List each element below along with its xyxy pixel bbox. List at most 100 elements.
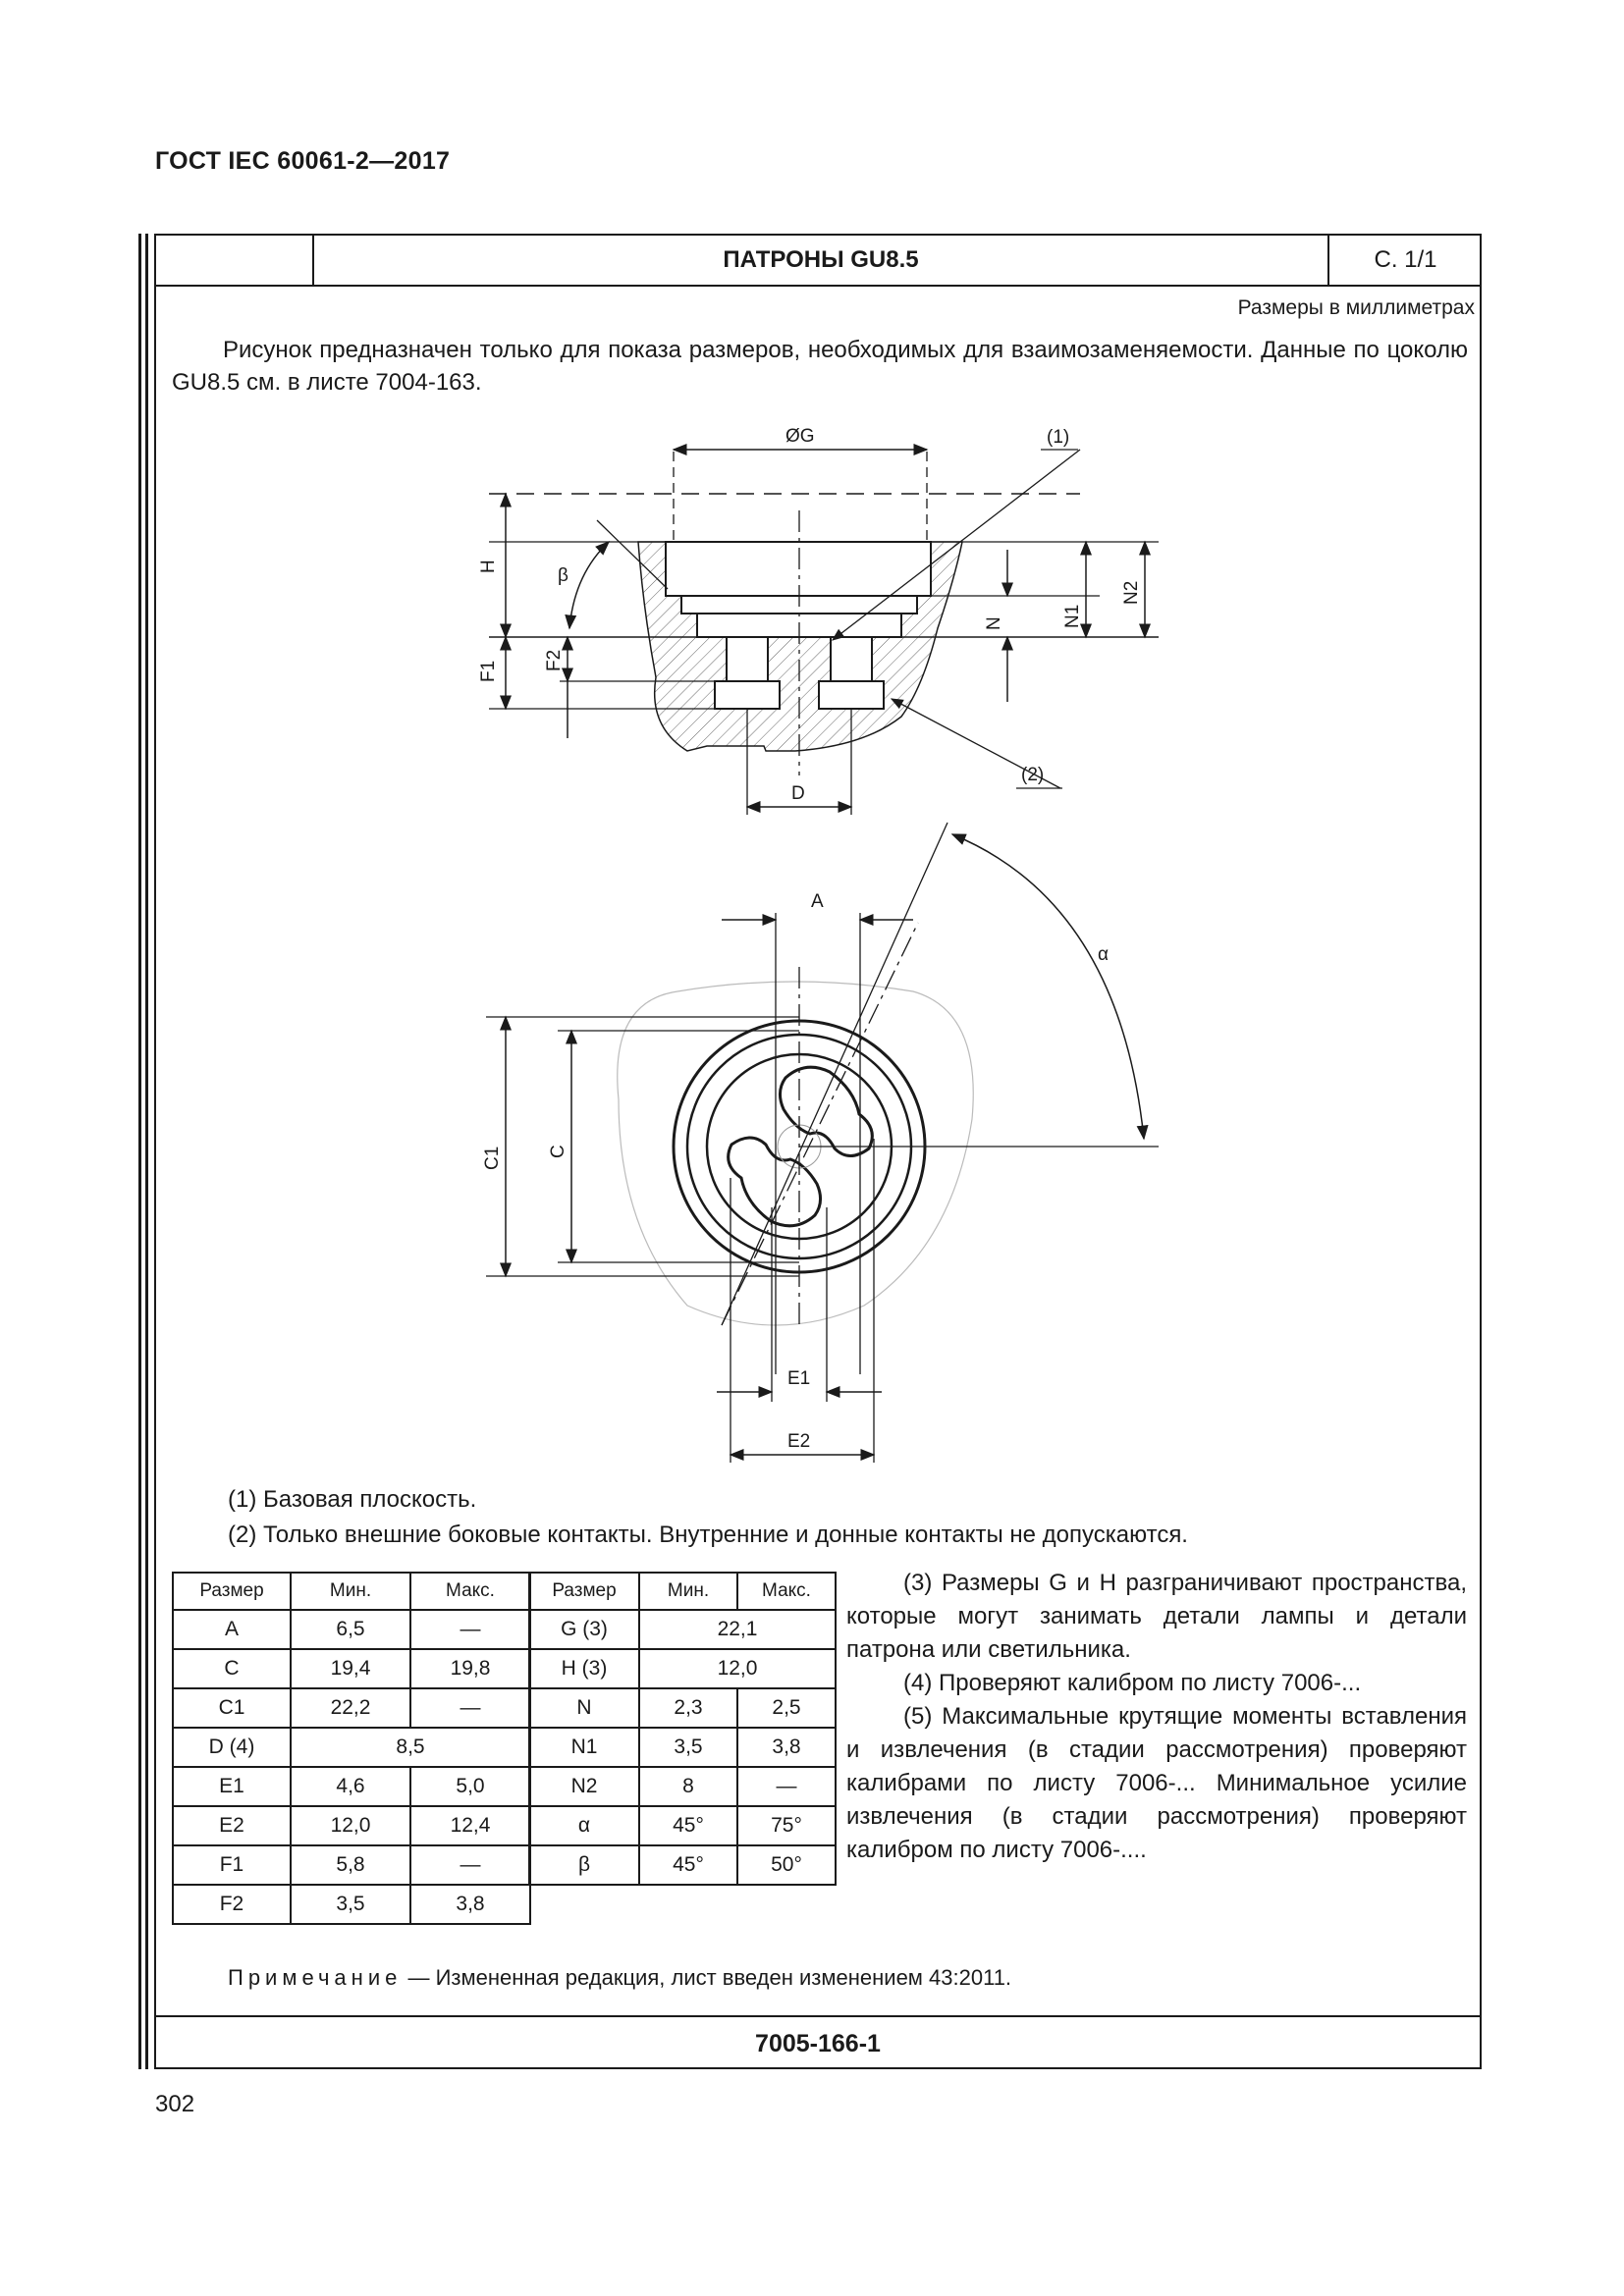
table-row: G (3)22,1 bbox=[528, 1609, 837, 1650]
dim-name: E2 bbox=[172, 1805, 292, 1846]
dim-min: 3,5 bbox=[290, 1884, 411, 1925]
table-header-row: Размер Мин. Макс. bbox=[172, 1572, 531, 1611]
label-n2: N2 bbox=[1121, 581, 1142, 605]
remark-label: Примечание bbox=[228, 1965, 403, 1990]
frame-left-rule bbox=[138, 234, 141, 2069]
label-ref2: (2) bbox=[1021, 765, 1044, 785]
label-d: D bbox=[791, 783, 805, 804]
header-divider bbox=[1327, 234, 1329, 287]
sheet-header bbox=[154, 234, 1482, 287]
sheet-code: 7005-166-1 bbox=[755, 2030, 881, 2057]
table-note-5: (5) Максимальные крутящие моменты вставл… bbox=[846, 1703, 1467, 1863]
sheet-frame bbox=[154, 234, 1482, 2069]
label-c1: C1 bbox=[482, 1147, 503, 1170]
table-header-cell: Размер bbox=[172, 1572, 292, 1611]
label-e1: E1 bbox=[787, 1368, 810, 1389]
table-row: D (4)8,5 bbox=[172, 1727, 531, 1768]
label-beta: β bbox=[558, 565, 568, 586]
label-og: ØG bbox=[785, 426, 815, 447]
dim-max: 50° bbox=[736, 1844, 837, 1886]
table-header-cell: Мин. bbox=[290, 1572, 411, 1611]
dim-min: 2,3 bbox=[638, 1687, 738, 1729]
label-f2: F2 bbox=[544, 650, 565, 671]
dim-name: α bbox=[528, 1805, 640, 1846]
dim-max: 75° bbox=[736, 1805, 837, 1846]
sheet-page: С. 1/1 bbox=[1374, 246, 1437, 273]
dim-min: 4,6 bbox=[290, 1766, 411, 1807]
dim-max: — bbox=[409, 1844, 531, 1886]
dim-name: F2 bbox=[172, 1884, 292, 1925]
label-c: C bbox=[548, 1145, 568, 1158]
dim-min: 19,4 bbox=[290, 1648, 411, 1689]
remark: Примечание — Измененная редакция, лист в… bbox=[228, 1965, 1011, 1991]
technical-drawing: ØG (1) (2) H β F1 F2 N N1 N2 D bbox=[478, 426, 1159, 1463]
dim-name: N1 bbox=[528, 1727, 640, 1768]
label-f1: F1 bbox=[478, 661, 499, 682]
header-divider bbox=[312, 234, 314, 287]
side-view bbox=[489, 444, 1159, 815]
dim-name: G (3) bbox=[528, 1609, 640, 1650]
intro-paragraph: Рисунок предназначен только для показа р… bbox=[172, 334, 1468, 399]
dim-max: — bbox=[409, 1609, 531, 1650]
label-e2: E2 bbox=[787, 1431, 810, 1452]
dim-max: 2,5 bbox=[736, 1687, 837, 1729]
dim-min: 8 bbox=[638, 1766, 738, 1807]
footnotes: (1) Базовая плоскость. (2) Только внешни… bbox=[228, 1482, 1188, 1553]
dim-min: 22,2 bbox=[290, 1687, 411, 1729]
dim-value: 22,1 bbox=[638, 1609, 837, 1650]
table-header-cell: Мин. bbox=[638, 1572, 738, 1611]
sheet-title: ПАТРОНЫ GU8.5 bbox=[723, 246, 919, 273]
dim-max: 12,4 bbox=[409, 1805, 531, 1846]
plan-view bbox=[486, 822, 1159, 1463]
intro-text: Рисунок предназначен только для показа р… bbox=[172, 337, 1468, 396]
frame-left-rule bbox=[145, 234, 148, 2069]
dim-max: 5,0 bbox=[409, 1766, 531, 1807]
table-note-3: (3) Размеры G и H разграничивают простра… bbox=[846, 1570, 1467, 1663]
dim-min: 45° bbox=[638, 1844, 738, 1886]
footer-divider bbox=[154, 2015, 1482, 2017]
dim-name: N bbox=[528, 1687, 640, 1729]
label-n: N bbox=[984, 616, 1004, 630]
dim-min: 5,8 bbox=[290, 1844, 411, 1886]
dim-min: 3,5 bbox=[638, 1727, 738, 1768]
label-a: A bbox=[811, 891, 824, 912]
dim-name: H (3) bbox=[528, 1648, 640, 1689]
dim-name: A bbox=[172, 1609, 292, 1650]
table-header-cell: Размер bbox=[528, 1572, 640, 1611]
label-ref1: (1) bbox=[1047, 427, 1069, 448]
document-standard-title: ГОСТ IEC 60061-2—2017 bbox=[155, 147, 451, 175]
page-number: 302 bbox=[155, 2091, 195, 2117]
dim-max: — bbox=[736, 1766, 837, 1807]
dim-min: 12,0 bbox=[290, 1805, 411, 1846]
dim-max: 19,8 bbox=[409, 1648, 531, 1689]
dim-value: 12,0 bbox=[638, 1648, 837, 1689]
dim-name: C bbox=[172, 1648, 292, 1689]
table-notes: (3) Размеры G и H разграничивают простра… bbox=[846, 1567, 1467, 1867]
dim-max: — bbox=[409, 1687, 531, 1729]
dim-name: F1 bbox=[172, 1844, 292, 1886]
dim-name: C1 bbox=[172, 1687, 292, 1729]
table-header-cell: Макс. bbox=[409, 1572, 531, 1611]
dim-max: 3,8 bbox=[736, 1727, 837, 1768]
dim-name: N2 bbox=[528, 1766, 640, 1807]
footnote-2: (2) Только внешние боковые контакты. Вну… bbox=[228, 1522, 1188, 1548]
dim-max: 3,8 bbox=[409, 1884, 531, 1925]
table-note-4: (4) Проверяют калибром по листу 7006-... bbox=[903, 1670, 1362, 1696]
dim-min: 45° bbox=[638, 1805, 738, 1846]
dim-name: β bbox=[528, 1844, 640, 1886]
footnote-1: (1) Базовая плоскость. bbox=[228, 1486, 477, 1513]
table-header-row: Размер Мин. Макс. bbox=[528, 1572, 837, 1611]
label-n1: N1 bbox=[1062, 605, 1083, 628]
dim-value: 8,5 bbox=[290, 1727, 531, 1768]
